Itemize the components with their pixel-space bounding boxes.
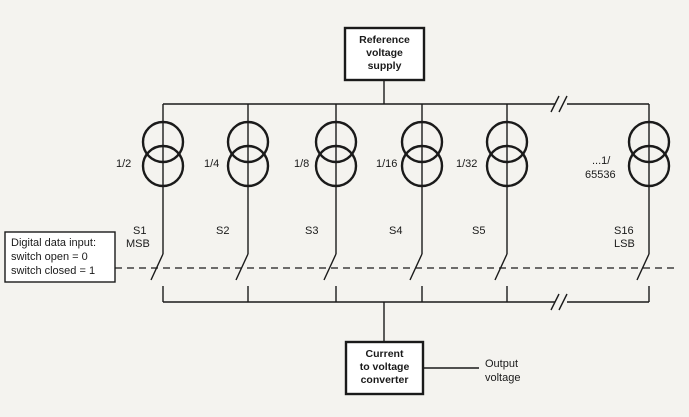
fraction-label: 1/16: [376, 158, 397, 170]
reference-box-line-1: Reference: [359, 34, 410, 46]
open-switch-blade-icon: [323, 253, 337, 281]
fraction-label: 1/32: [456, 158, 477, 170]
open-switch-blade-icon: [150, 253, 164, 281]
input-box-line-2: switch open = 0: [11, 251, 88, 263]
reference-voltage-box: Reference voltage supply: [343, 26, 426, 82]
fraction-label: 65536: [585, 169, 616, 181]
reference-box-line-3: supply: [368, 60, 402, 72]
converter-box-line-3: converter: [361, 374, 409, 386]
switch-label: LSB: [614, 238, 635, 250]
branches: 1/2 S1 MSB 1/4 S2 1/8 S3 1/16 S4 1/32 S5…: [116, 104, 671, 302]
digital-input-box: Digital data input: switch open = 0 swit…: [4, 231, 116, 283]
switch-label: MSB: [126, 238, 150, 250]
reference-box-line-2: voltage: [366, 47, 403, 59]
switch-label: S5: [472, 225, 485, 237]
fraction-label: 1/2: [116, 158, 131, 170]
input-box-line-1: Digital data input:: [11, 237, 96, 249]
open-switch-blade-icon: [235, 253, 249, 281]
switch-label: S2: [216, 225, 229, 237]
converter-box: Current to voltage converter: [344, 340, 425, 396]
open-switch-blade-icon: [409, 253, 423, 281]
fraction-label: ...1/: [592, 155, 611, 167]
input-box-line-3: switch closed = 1: [11, 265, 95, 277]
switch-label: S3: [305, 225, 318, 237]
fraction-label: 1/4: [204, 158, 219, 170]
branch-2: 1/4 S2: [204, 104, 270, 302]
branch-1: 1/2 S1 MSB: [116, 104, 185, 302]
switch-label: S1: [133, 225, 146, 237]
top-bus-break-icon: [550, 95, 568, 113]
switch-label: S16: [614, 225, 634, 237]
open-switch-blade-icon: [636, 253, 650, 281]
switch-label: S4: [389, 225, 402, 237]
output-label-line-1: Output: [485, 358, 518, 370]
converter-box-line-1: Current: [366, 348, 404, 360]
bottom-bus-break-icon: [550, 293, 568, 311]
branch-5: 1/32 S5: [456, 104, 529, 302]
open-switch-blade-icon: [494, 253, 508, 281]
branch-16: ...1/ 65536 S16 LSB: [585, 104, 671, 302]
branch-3: 1/8 S3: [294, 104, 358, 302]
output-label-line-2: voltage: [485, 372, 520, 384]
converter-box-line-2: to voltage: [360, 361, 410, 373]
top-bus: [163, 80, 649, 105]
branch-4: 1/16 S4: [376, 104, 444, 302]
fraction-label: 1/8: [294, 158, 309, 170]
bottom-bus: [163, 301, 649, 342]
